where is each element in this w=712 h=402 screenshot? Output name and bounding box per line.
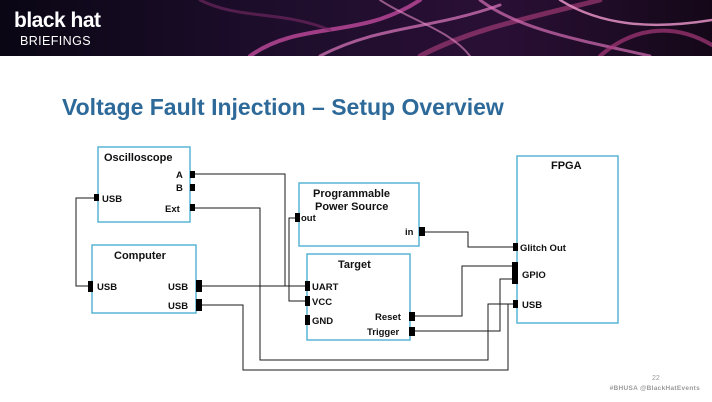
- power-source-box: [298, 182, 420, 247]
- computer-usb-right2-connector: [196, 299, 202, 311]
- osc-port-a-label: A: [176, 170, 183, 181]
- computer-usb-left-connector: [88, 281, 93, 292]
- target-reset-connector: [409, 312, 415, 321]
- osc-port-usb-label: USB: [102, 194, 122, 205]
- fpga-port-gpio-label: GPIO: [522, 270, 546, 281]
- wire-target-trigger-to-fpga-gpio: [412, 278, 515, 332]
- wire-psu-out-to-target-vcc: [288, 217, 307, 302]
- psu-out-connector: [295, 213, 300, 222]
- wire-psu-in-to-fpga-glitch: [425, 231, 515, 248]
- blocks: [91, 146, 619, 341]
- banner-background: [0, 0, 712, 56]
- header-banner: black hat BRIEFINGS: [0, 0, 712, 56]
- computer-usb-right1-connector: [196, 280, 202, 292]
- osc-b-connector: [190, 184, 195, 191]
- target-port-trigger-label: Trigger: [367, 327, 400, 338]
- computer-usb-left-label: USB: [97, 282, 117, 293]
- wire-osc-a-to-target-uart: [194, 173, 307, 287]
- osc-a-connector: [190, 171, 195, 178]
- fpga-box: [516, 155, 619, 324]
- fpga-gpio-connector: [512, 262, 518, 284]
- target-uart-connector: [305, 281, 310, 291]
- target-port-reset-label: Reset: [375, 312, 402, 323]
- psu-in-connector: [419, 227, 425, 236]
- psu-port-in-label: in: [405, 227, 414, 238]
- target-trigger-connector: [409, 327, 415, 336]
- target-port-uart-label: UART: [312, 282, 339, 293]
- computer-box: [91, 244, 197, 314]
- computer-usb-right1-label: USB: [168, 282, 188, 293]
- fpga-port-glitch-label: Glitch Out: [520, 243, 567, 254]
- osc-ext-connector: [190, 204, 195, 211]
- oscilloscope-box: [97, 146, 191, 223]
- wire-osc-usb-to-computer-usb: [75, 197, 96, 287]
- computer-title: Computer: [114, 250, 167, 262]
- logo-subtitle: BRIEFINGS: [20, 34, 91, 48]
- target-vcc-connector: [305, 296, 310, 306]
- port-connectors: [88, 171, 518, 336]
- target-port-vcc-label: VCC: [312, 297, 332, 308]
- fpga-title: FPGA: [551, 160, 582, 172]
- osc-usb-connector: [94, 194, 99, 201]
- psu-port-out-label: out: [301, 213, 317, 224]
- wires: [75, 173, 515, 371]
- computer-usb-right2-label: USB: [168, 301, 188, 312]
- slide-title: Voltage Fault Injection – Setup Overview: [62, 94, 504, 120]
- target-box: [306, 253, 411, 341]
- fpga-usb-connector: [513, 300, 518, 308]
- wire-computer-usb2-to-fpga-usb: [202, 303, 515, 371]
- power-source-title-line2: Power Source: [315, 201, 388, 213]
- wire-osc-ext-to-fpga-usb: [194, 207, 515, 361]
- osc-port-b-label: B: [176, 183, 183, 194]
- fpga-port-usb-label: USB: [522, 300, 542, 311]
- target-title: Target: [338, 259, 371, 271]
- osc-port-ext-label: Ext: [165, 204, 181, 215]
- fpga-glitch-connector: [513, 243, 518, 251]
- target-port-gnd-label: GND: [312, 316, 333, 327]
- wire-target-reset-to-fpga-gpio: [412, 265, 515, 317]
- target-gnd-connector: [305, 315, 310, 325]
- footer-hashtags: #BHUSA @BlackHatEvents: [609, 385, 700, 392]
- logo-wordmark: black hat: [14, 9, 101, 32]
- page-number: 22: [652, 375, 660, 382]
- oscilloscope-title: Oscilloscope: [104, 152, 172, 164]
- power-source-title-line1: Programmable: [313, 188, 390, 200]
